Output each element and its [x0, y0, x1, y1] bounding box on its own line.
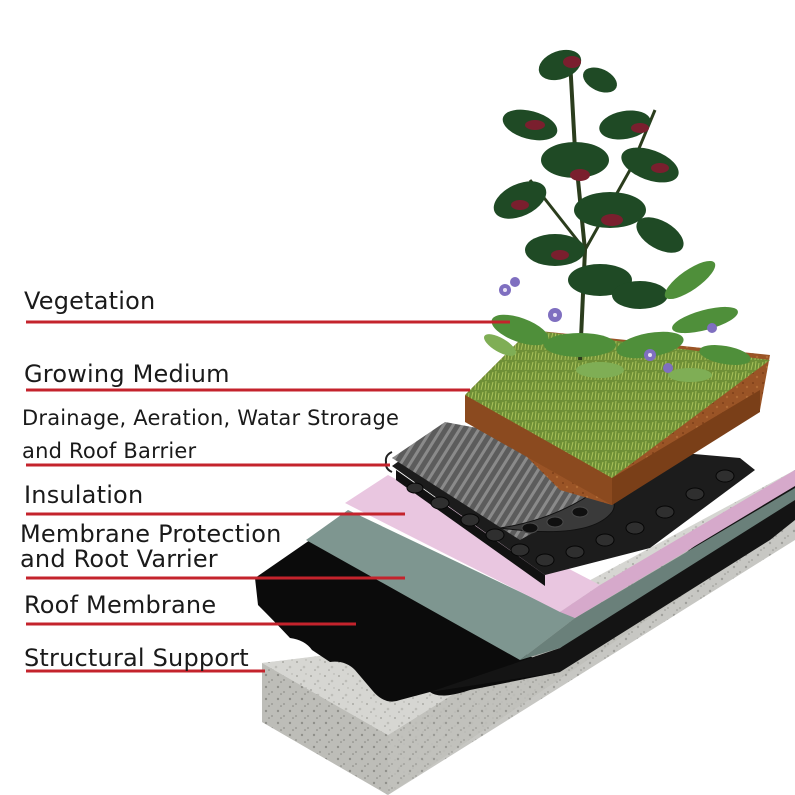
- leader-lines: [26, 320, 510, 673]
- label-drainage: Drainage, Aeration, Watar Strorage and R…: [22, 402, 399, 468]
- drainage-bracket: [384, 451, 393, 473]
- label-roof-membrane: Roof Membrane: [24, 591, 217, 619]
- label-membrane-protection: Membrane Protection and Root Varrier: [20, 522, 281, 572]
- roof-membrane-layer: [255, 470, 795, 702]
- plant-illustration: [484, 49, 751, 382]
- label-insulation: Insulation: [24, 481, 144, 509]
- label-drainage-line2: and Roof Barrier: [22, 439, 197, 463]
- label-growing-medium: Growing Medium: [24, 360, 230, 388]
- label-vegetation: Vegetation: [24, 287, 156, 315]
- label-membrane-protection-line2: and Root Varrier: [20, 545, 218, 573]
- label-drainage-line1: Drainage, Aeration, Watar Strorage: [22, 406, 400, 430]
- label-structural-support: Structural Support: [24, 644, 249, 672]
- label-membrane-protection-line1: Membrane Protection: [20, 520, 282, 548]
- membrane-protection-layer: [306, 488, 795, 660]
